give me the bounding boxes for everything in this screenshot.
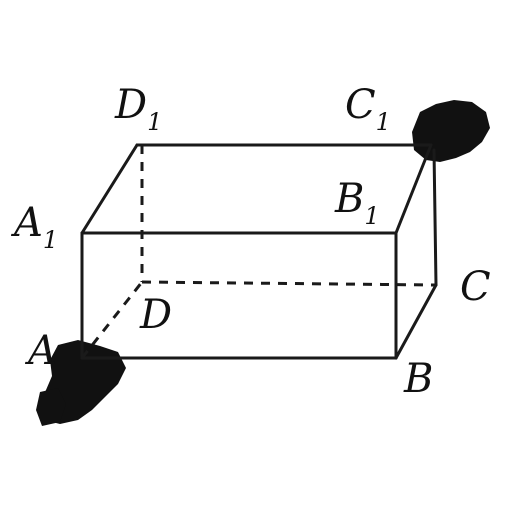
vertex-label-A: A	[24, 328, 57, 374]
ink-smudge-top-right	[412, 100, 490, 162]
vertex-label-C1: C1	[345, 82, 391, 136]
vertex-label-C: C	[460, 264, 491, 310]
vertex-label-D: D	[139, 292, 172, 338]
edge-A1D1	[80, 143, 139, 235]
edge-DC	[141, 280, 437, 287]
vertex-label-D1: D1	[114, 82, 162, 136]
edge-CC1	[432, 148, 438, 287]
ink-smudge-bottom-left	[36, 340, 126, 426]
edge-BC	[394, 283, 438, 360]
vertex-label-B1: B1	[334, 176, 380, 230]
edge-C1B1	[394, 143, 433, 235]
vertex-label-A1: A1	[10, 200, 58, 254]
vertex-label-B: B	[403, 356, 433, 402]
